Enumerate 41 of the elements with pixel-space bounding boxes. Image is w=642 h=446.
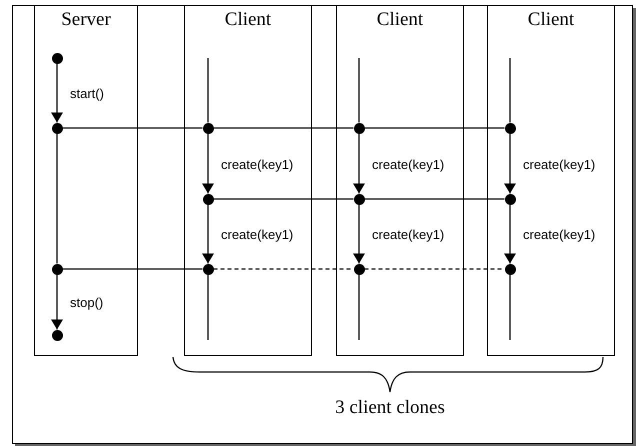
connector-line bbox=[364, 127, 504, 129]
lane-title: Client bbox=[376, 8, 424, 32]
connector-line bbox=[62, 127, 202, 129]
brace-caption: 3 client clones bbox=[335, 396, 445, 420]
lane-title: Server bbox=[61, 8, 111, 32]
connector-line bbox=[207, 58, 209, 122]
edge-label: create(key1) bbox=[523, 156, 596, 172]
edge-label: create(key1) bbox=[523, 227, 596, 243]
connector-line bbox=[358, 274, 360, 340]
arrow bbox=[202, 204, 214, 264]
lane-box bbox=[184, 5, 312, 356]
edge-label: start() bbox=[70, 86, 104, 102]
arrow bbox=[504, 204, 516, 264]
connector-line bbox=[207, 274, 209, 340]
lane-title: Client bbox=[224, 8, 272, 32]
lane-box bbox=[34, 5, 138, 356]
edge-label: create(key1) bbox=[221, 227, 294, 243]
connector-line bbox=[56, 134, 58, 264]
connector-line bbox=[509, 58, 511, 122]
connector-line bbox=[358, 58, 360, 122]
connector-line bbox=[62, 268, 202, 270]
arrow bbox=[504, 134, 516, 194]
arrow bbox=[353, 134, 365, 194]
arrow bbox=[51, 64, 63, 122]
connector-line bbox=[364, 268, 504, 270]
lane-box bbox=[336, 5, 464, 356]
frame-box bbox=[12, 5, 633, 444]
edge-label: create(key1) bbox=[372, 227, 444, 243]
lane-title: Client bbox=[528, 8, 574, 32]
connector-line bbox=[214, 198, 354, 200]
arrow bbox=[202, 134, 214, 194]
connector-line bbox=[214, 268, 354, 270]
edge-label: create(key1) bbox=[372, 156, 444, 172]
edge-label: stop() bbox=[70, 295, 104, 311]
arrow bbox=[353, 204, 365, 264]
edge-label: create(key1) bbox=[221, 156, 294, 172]
connector-line bbox=[214, 127, 354, 129]
connector-line bbox=[509, 274, 511, 340]
connector-line bbox=[364, 198, 504, 200]
arrow bbox=[51, 274, 63, 330]
lane-box bbox=[487, 5, 615, 356]
